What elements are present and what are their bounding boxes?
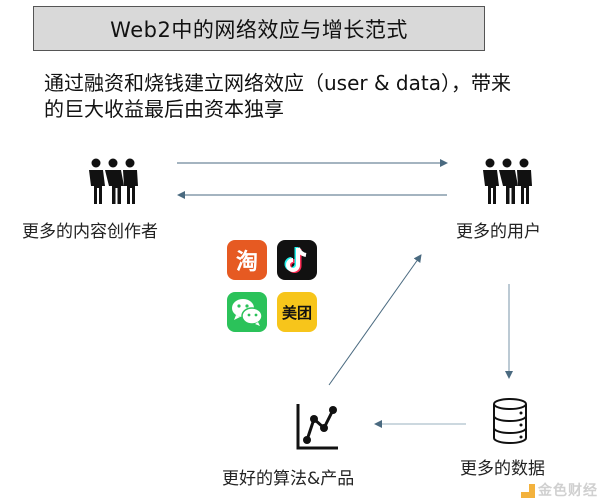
diagram-title: Web2中的网络效应与增长范式 xyxy=(110,17,408,42)
node-label-creators: 更多的内容创作者 xyxy=(22,222,158,242)
wechat-app-icon xyxy=(227,292,267,332)
taobao-app-icon: 淘 xyxy=(227,240,267,280)
watermark: 金色财经 xyxy=(521,483,598,499)
watermark-logo-icon xyxy=(521,484,535,498)
meituan-app-icon: 美团 xyxy=(277,292,317,332)
node-label-algorithms: 更好的算法&产品 xyxy=(222,469,355,489)
node-label-users: 更多的用户 xyxy=(456,222,541,242)
node-label-data: 更多的数据 xyxy=(460,459,545,479)
watermark-text: 金色财经 xyxy=(538,483,598,499)
tiktok-app-icon xyxy=(277,240,317,280)
database-icon xyxy=(493,398,527,444)
wechat-bubbles-icon xyxy=(232,299,263,326)
line-chart-icon xyxy=(296,404,338,450)
people-group-icon xyxy=(483,158,532,204)
subtitle-line-1: 通过融资和烧钱建立网络效应（user & data），带来 xyxy=(44,71,511,95)
people-group-icon xyxy=(89,158,138,204)
taobao-glyph: 淘 xyxy=(235,250,258,275)
subtitle-line-2: 的巨大收益最后由资本独享 xyxy=(44,97,284,121)
title-box: Web2中的网络效应与增长范式 xyxy=(33,6,485,51)
tiktok-note-icon xyxy=(284,247,307,273)
subtitle: 通过融资和烧钱建立网络效应（user & data），带来 的巨大收益最后由资本… xyxy=(44,70,564,122)
meituan-glyph: 美团 xyxy=(281,303,312,322)
arrow-algorithms-to-users xyxy=(328,254,422,386)
